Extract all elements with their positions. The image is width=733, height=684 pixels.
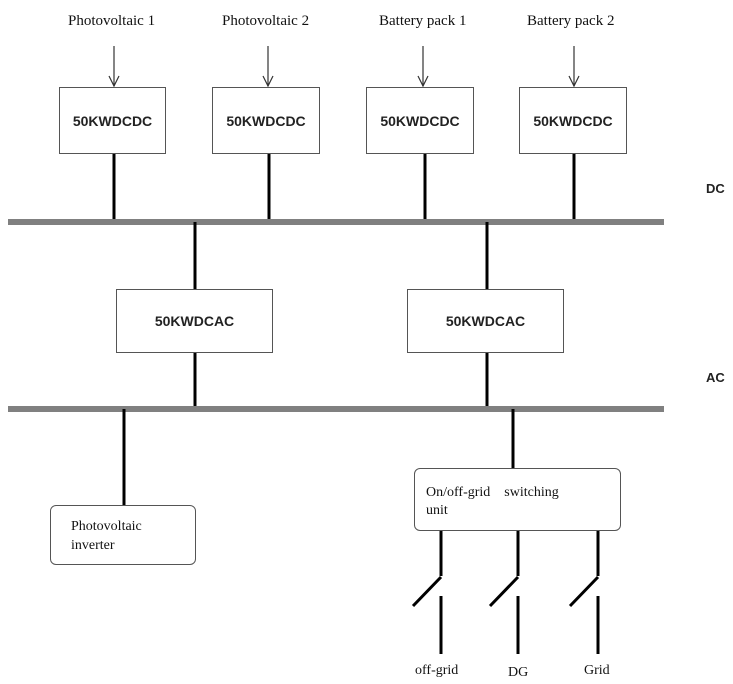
photovoltaic-inverter-line1: Photovoltaic [71,519,142,534]
switch-offgrid-blade [411,575,443,608]
source-label-photovoltaic-1: Photovoltaic 1 [68,13,156,29]
source-label-battery-pack-1: Battery pack 1 [379,13,467,29]
dcdc-converter-box-4: 50KWDCDC [519,87,627,154]
switching-unit-line1: On/off-grid switching [426,485,559,500]
source-label-photovoltaic-2: Photovoltaic 2 [222,13,310,29]
switching-unit-box: On/off-grid switching unit [414,468,621,531]
ac-bus-label: AC [706,370,725,385]
switch-dg-blade [488,575,520,608]
output-label-offgrid: off-grid [415,663,459,678]
dcdc-converter-label: 50KWDCDC [533,112,613,129]
dcac-converter-label: 50KWDCAC [154,313,235,329]
arrowhead-photovoltaic-2 [262,75,274,88]
dcac-converter-box-2: 50KWDCAC [407,289,564,353]
photovoltaic-inverter-box: Photovoltaic inverter [50,505,196,565]
switching-unit-line2: unit [426,503,448,518]
dcdc-converter-box-1: 50KWDCDC [59,87,166,154]
dcac-converter-label: 50KWDCAC [445,313,526,329]
arrowhead-photovoltaic-1 [108,75,120,88]
arrowhead-battery-pack-1 [417,75,429,88]
photovoltaic-inverter-line2: inverter [71,538,115,553]
dcdc-converter-label: 50KWDCDC [226,112,306,129]
dcdc-converter-label: 50KWDCDC [72,112,153,129]
source-label-battery-pack-2: Battery pack 2 [527,13,615,29]
dc-bus-label: DC [706,181,725,196]
output-label-dg: DG [508,665,529,680]
dcac-converter-box-1: 50KWDCAC [116,289,273,353]
output-label-grid: Grid [584,663,610,678]
dcdc-converter-label: 50KWDCDC [380,112,460,129]
dcdc-converter-box-3: 50KWDCDC [366,87,474,154]
arrowhead-battery-pack-2 [568,75,580,88]
dcdc-converter-box-2: 50KWDCDC [212,87,320,154]
switch-grid-blade [568,575,600,608]
